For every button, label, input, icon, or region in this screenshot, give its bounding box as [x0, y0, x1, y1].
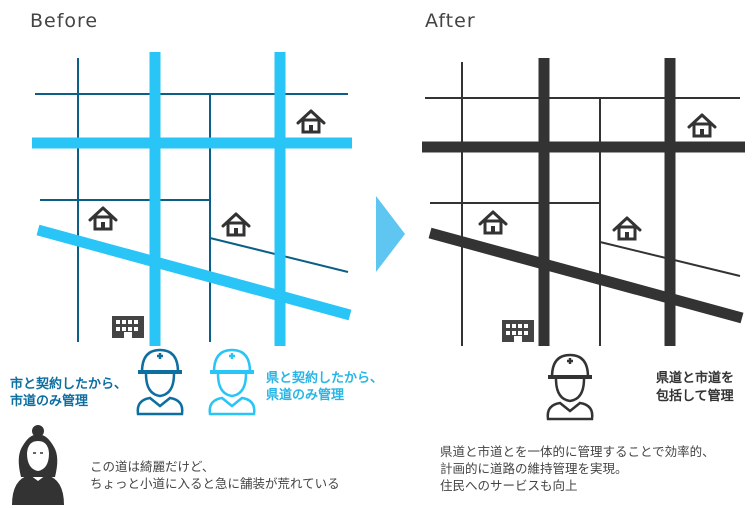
resident-comment: この道は綺麗だけど、 ちょっと小道に入ると急に舗装が荒れている: [90, 458, 340, 492]
house-icon: [687, 113, 717, 138]
building-icon: [502, 320, 534, 342]
resident-icon: [12, 425, 64, 505]
arrow-right-icon: [376, 196, 405, 272]
after-summary-line2: 計画的に道路の維持管理を実現。: [440, 461, 628, 476]
city-worker-label-line1: 市と契約したから、: [10, 377, 128, 392]
integrated-worker-label-line1: 県道と市道を: [656, 371, 735, 386]
before-map: [32, 52, 352, 346]
prefecture-worker-label-line2: 県道のみ管理: [266, 388, 345, 403]
house-icon: [221, 212, 251, 237]
house-icon: [612, 216, 642, 241]
prefecture-worker-label-line1: 県と契約したから、: [266, 371, 384, 386]
building-icon: [112, 316, 144, 338]
resident-comment-line2: ちょっと小道に入ると急に舗装が荒れている: [90, 476, 340, 491]
city-worker-label-line2: 市道のみ管理: [10, 394, 89, 409]
before-major-road-diag: [36, 224, 352, 321]
house-icon: [478, 210, 508, 235]
after-major-road-diag: [428, 227, 744, 324]
integrated-worker-label-line2: 包括して管理: [656, 389, 734, 404]
integrated-worker-label: 県道と市道を 包括して管理: [656, 370, 734, 406]
prefecture-worker-icon: [208, 348, 256, 416]
after-summary-line1: 県道と市道とを一体的に管理することで効率的、: [440, 444, 715, 459]
resident-comment-line1: この道は綺麗だけど、: [90, 459, 215, 474]
after-summary: 県道と市道とを一体的に管理することで効率的、 計画的に道路の維持管理を実現。 住…: [440, 443, 715, 494]
house-icon: [296, 109, 326, 134]
city-worker-icon: [136, 348, 184, 416]
house-icon: [88, 206, 118, 231]
after-heading: After: [425, 10, 476, 32]
after-map: [422, 58, 745, 346]
integrated-worker-icon: [546, 353, 594, 421]
before-heading: Before: [30, 10, 99, 32]
after-summary-line3: 住民へのサービスも向上: [440, 478, 578, 493]
prefecture-worker-label: 県と契約したから、 県道のみ管理: [266, 370, 383, 404]
city-worker-label: 市と契約したから、 市道のみ管理: [10, 376, 127, 410]
